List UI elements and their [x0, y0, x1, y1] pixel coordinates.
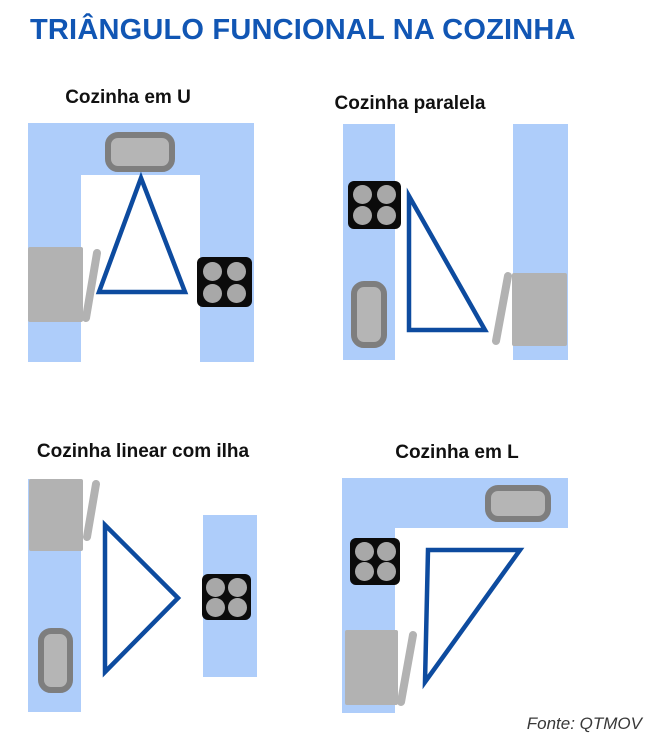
- burner-icon: [206, 597, 226, 617]
- fridge-door-icon: [397, 631, 417, 706]
- burner-icon: [227, 597, 247, 617]
- fridge-icon: [29, 479, 83, 551]
- stove-icon: [350, 538, 400, 585]
- fridge-icon: [28, 247, 83, 322]
- source-note: Fonte: QTMOV: [526, 714, 642, 733]
- page-title: TRIÂNGULO FUNCIONAL NA COZINHA: [30, 14, 576, 46]
- stove-icon: [197, 257, 252, 307]
- burner-icon: [376, 206, 396, 225]
- fridge-icon: [345, 630, 398, 705]
- burner-icon: [376, 541, 396, 561]
- work-triangle-l: [422, 547, 525, 690]
- counter-right: [200, 123, 254, 362]
- burner-icon: [227, 283, 247, 303]
- panel-u-label: Cozinha em U: [65, 87, 191, 108]
- sink-icon: [485, 485, 551, 522]
- fridge-door-icon: [83, 480, 100, 541]
- sink-icon: [105, 132, 175, 172]
- sink-icon: [351, 281, 387, 348]
- burner-icon: [376, 185, 396, 204]
- burner-icon: [376, 562, 396, 582]
- stove-icon: [348, 181, 401, 229]
- counter-left: [28, 123, 81, 362]
- stove-icon: [202, 574, 251, 620]
- work-triangle-parallel: [406, 187, 489, 333]
- burner-icon: [227, 261, 247, 281]
- burner-icon: [354, 541, 374, 561]
- burner-icon: [227, 577, 247, 597]
- panel-linear-island-label: Cozinha linear com ilha: [36, 441, 250, 462]
- burner-icon: [353, 206, 373, 225]
- burner-icon: [354, 562, 374, 582]
- fridge-door-icon: [82, 249, 101, 322]
- burner-icon: [202, 283, 222, 303]
- panel-l-label: Cozinha em L: [395, 442, 519, 463]
- fridge-door-icon: [492, 272, 512, 345]
- panel-parallel-label: Cozinha paralela: [334, 93, 486, 114]
- work-triangle-linear-island: [102, 519, 182, 678]
- burner-icon: [353, 185, 373, 204]
- burner-icon: [202, 261, 222, 281]
- sink-icon: [38, 628, 73, 693]
- fridge-icon: [512, 273, 567, 346]
- work-triangle-u: [95, 171, 189, 295]
- burner-icon: [206, 577, 226, 597]
